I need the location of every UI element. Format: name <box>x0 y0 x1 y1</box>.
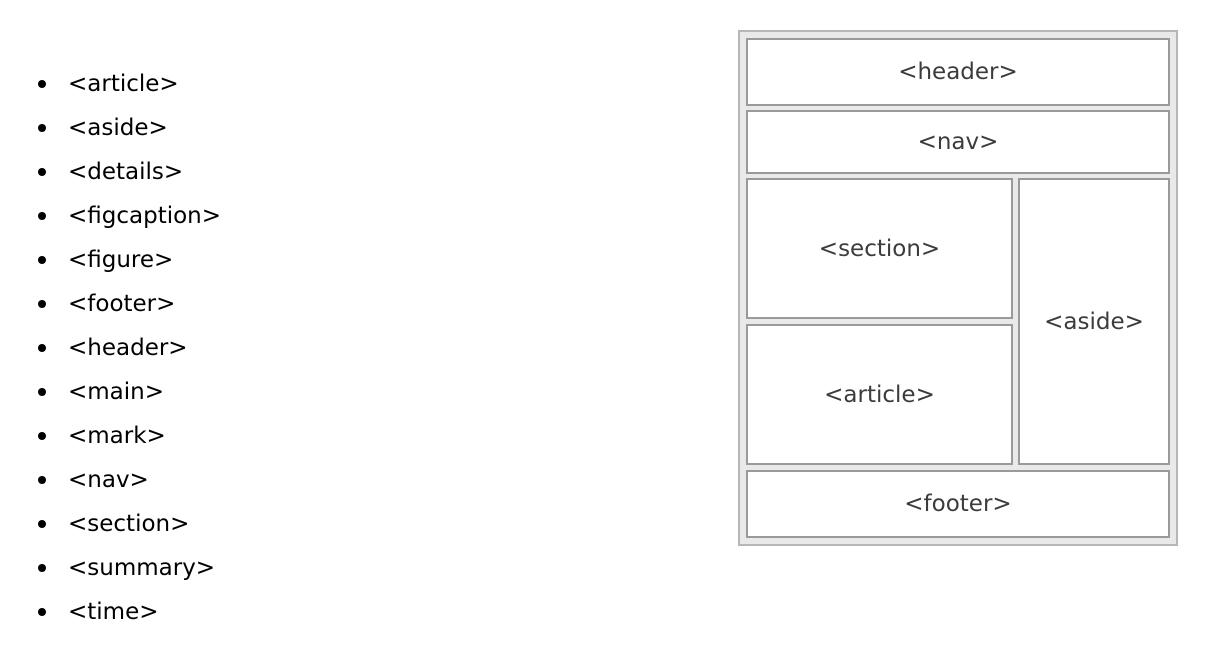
list-item: <figure> <box>0 238 640 282</box>
diagram-box-nav: <nav> <box>746 110 1170 174</box>
diagram-box-nav-label: <nav> <box>917 129 999 155</box>
list-item-label: <aside> <box>68 115 168 141</box>
list-item-label: <footer> <box>68 291 176 317</box>
diagram-box-article: <article> <box>746 324 1013 465</box>
diagram-box-section-label: <section> <box>818 235 941 262</box>
diagram-box-footer-label: <footer> <box>904 491 1012 517</box>
bullet-icon <box>38 476 46 484</box>
diagram-box-header: <header> <box>746 38 1170 106</box>
list-item-label: <mark> <box>68 423 166 449</box>
bullet-icon <box>38 256 46 264</box>
diagram-box-aside: <aside> <box>1018 178 1170 465</box>
list-item-label: <summary> <box>68 555 216 581</box>
diagram-middle-row: <section> <article> <aside> <box>746 178 1170 465</box>
bullet-icon <box>38 300 46 308</box>
semantic-elements-list: <article> <aside> <details> <figcaption>… <box>0 62 640 634</box>
list-item: <figcaption> <box>0 194 640 238</box>
bullet-icon <box>38 388 46 396</box>
list-item: <summary> <box>0 546 640 590</box>
diagram-main-column: <section> <article> <box>746 178 1013 465</box>
list-item: <section> <box>0 502 640 546</box>
bullet-icon <box>38 80 46 88</box>
bullet-icon <box>38 432 46 440</box>
list-item-label: <section> <box>68 511 190 537</box>
diagram-box-footer: <footer> <box>746 470 1170 538</box>
diagram-box-section: <section> <box>746 178 1013 319</box>
bullet-icon <box>38 344 46 352</box>
list-item-label: <nav> <box>68 467 149 493</box>
list-item: <time> <box>0 590 640 634</box>
list-item-label: <header> <box>68 335 188 361</box>
list-item: <mark> <box>0 414 640 458</box>
bullet-icon <box>38 608 46 616</box>
diagram-box-article-label: <article> <box>824 381 935 408</box>
list-item-label: <time> <box>68 599 159 625</box>
list-item-label: <article> <box>68 71 179 97</box>
list-item: <footer> <box>0 282 640 326</box>
list-item: <main> <box>0 370 640 414</box>
diagram-side-column: <aside> <box>1018 178 1170 465</box>
list-item: <nav> <box>0 458 640 502</box>
bullet-icon <box>38 212 46 220</box>
list-item: <article> <box>0 62 640 106</box>
list-item: <header> <box>0 326 640 370</box>
list-item-label: <figure> <box>68 247 174 273</box>
bullet-icon <box>38 520 46 528</box>
list-item: <details> <box>0 150 640 194</box>
list-item: <aside> <box>0 106 640 150</box>
list-item-label: <details> <box>68 159 184 185</box>
list-item-label: <main> <box>68 379 165 405</box>
list-item-label: <figcaption> <box>68 203 222 229</box>
html5-layout-diagram: <header> <nav> <section> <article> <asid… <box>738 30 1178 546</box>
bullet-icon <box>38 564 46 572</box>
bullet-icon <box>38 124 46 132</box>
bullet-icon <box>38 168 46 176</box>
diagram-box-aside-label: <aside> <box>1044 308 1144 335</box>
diagram-box-header-label: <header> <box>898 59 1018 85</box>
